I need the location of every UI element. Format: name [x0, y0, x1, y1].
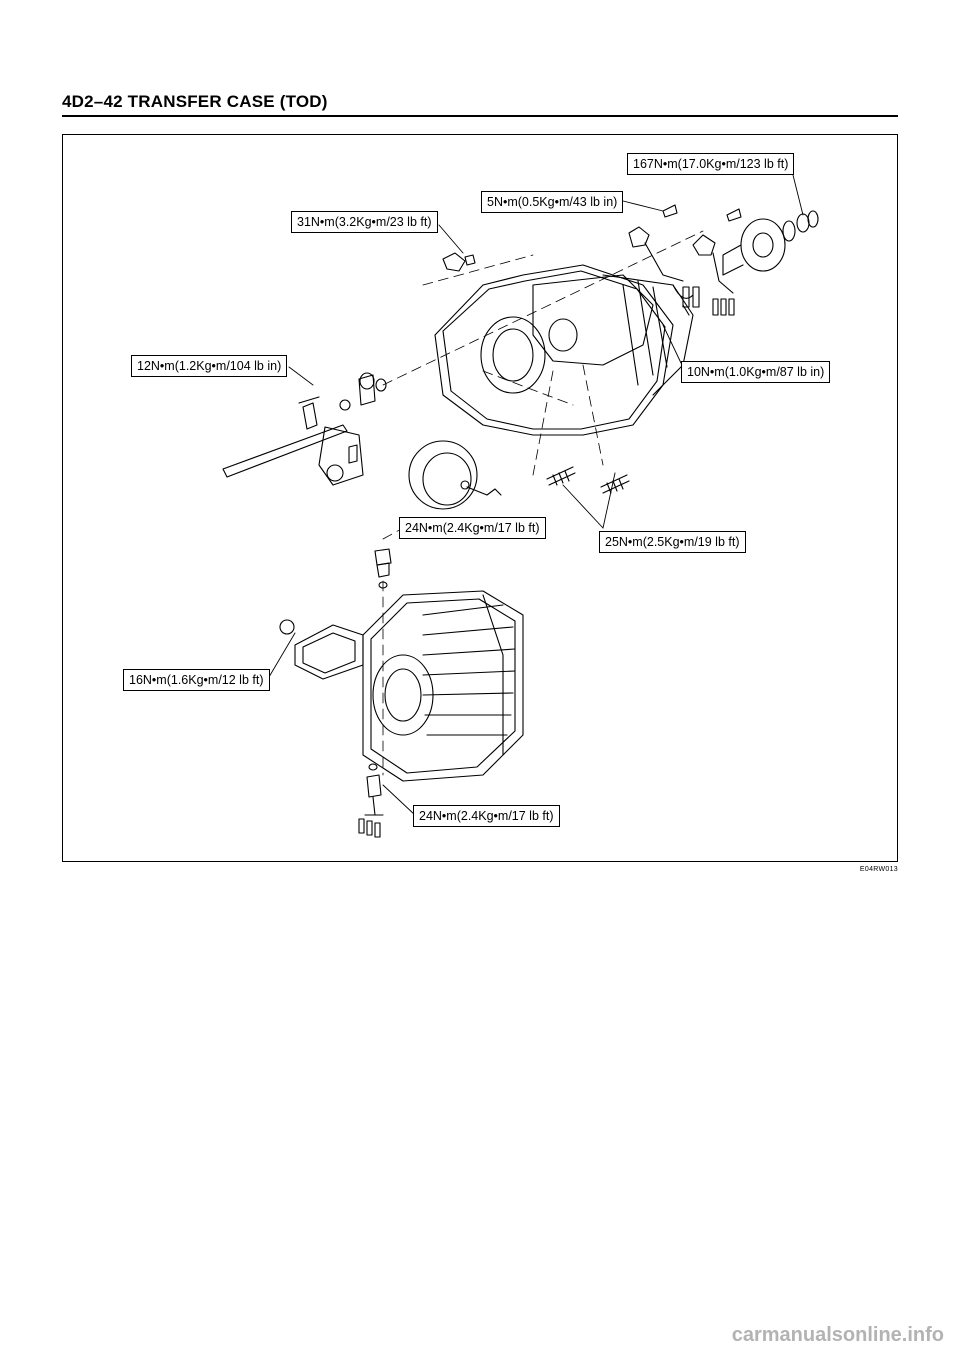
torque-callout-output-nut: 167N•m(17.0Kg•m/123 lb ft) — [627, 153, 795, 175]
header-rule — [62, 115, 898, 117]
bottom-sensor — [358, 763, 384, 838]
torque-callout-top-plug: 24N•m(2.4Kg•m/17 lb ft) — [399, 517, 546, 539]
exploded-view-drawing — [222, 174, 819, 838]
sensors-top — [628, 204, 742, 316]
figure-id: E04RW013 — [859, 866, 898, 873]
watermark: carmanualsonline.info — [731, 1324, 944, 1346]
torque-callout-housing-bolt: 16N•m(1.6Kg•m/12 lb ft) — [123, 669, 270, 691]
bracket — [442, 252, 476, 272]
plugs — [546, 466, 630, 494]
torque-callout-speed-sensor: 5N•m(0.5Kg•m/43 lb in) — [481, 191, 624, 213]
front-housing — [434, 264, 694, 436]
clutch-coil — [408, 440, 502, 510]
page-title: 4D2–42 TRANSFER CASE (TOD) — [62, 92, 328, 111]
torque-callout-bracket-bolt: 31N•m(3.2Kg•m/23 lb ft) — [291, 211, 438, 233]
torque-callout-bottom-sensor: 24N•m(2.4Kg•m/17 lb ft) — [413, 805, 560, 827]
shift-rail — [222, 372, 387, 486]
top-plug — [374, 548, 392, 589]
page-header: 4D2–42 TRANSFER CASE (TOD) — [62, 88, 898, 118]
rear-housing — [279, 590, 524, 782]
figure-frame: 167N•m(17.0Kg•m/123 lb ft) 5N•m(0.5Kg•m/… — [62, 134, 898, 862]
torque-callout-shift-rail-bolt: 12N•m(1.2Kg•m/104 lb in) — [131, 355, 288, 377]
leader-lines — [268, 174, 804, 816]
torque-callout-sensor-bolt: 10N•m(1.0Kg•m/87 lb in) — [681, 361, 831, 383]
output-flange — [722, 210, 819, 276]
torque-callout-detent-plugs: 25N•m(2.5Kg•m/19 lb ft) — [599, 531, 746, 553]
